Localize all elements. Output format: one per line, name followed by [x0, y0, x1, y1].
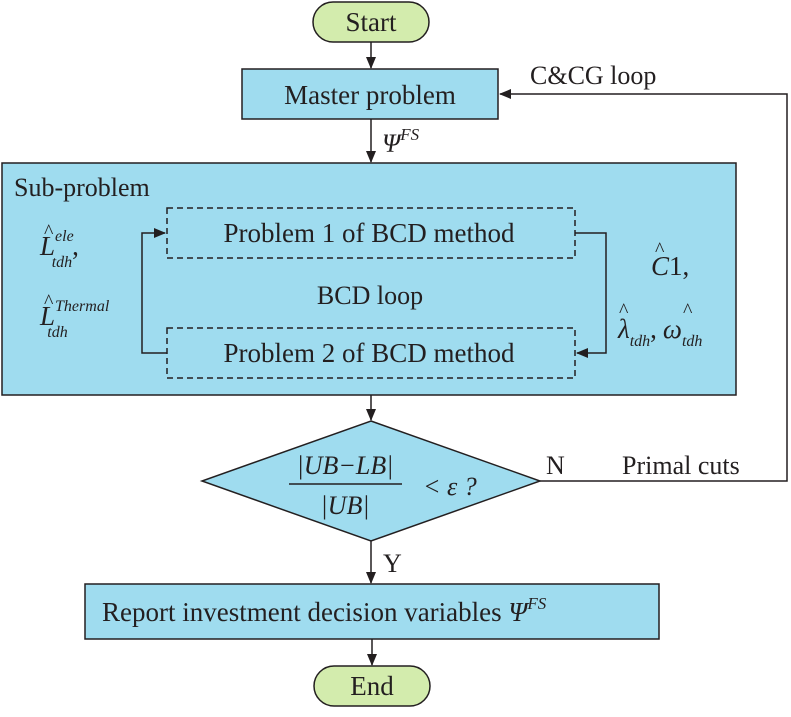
bcd-loop-left-arrow — [141, 228, 167, 354]
psi-fs-label: ΨFS — [382, 125, 420, 158]
start-node: Start — [312, 1, 430, 43]
subproblem-title: Sub-problem — [14, 173, 150, 202]
primal-cuts-label: Primal cuts — [622, 451, 740, 480]
bcd-loop-right-arrow — [575, 232, 607, 358]
problem-2-label: Problem 2 of BCD method — [224, 338, 515, 368]
master-problem-node: Master problem — [241, 68, 499, 120]
report-label: Report investment decision variables ΨFS — [102, 594, 547, 627]
end-node: End — [313, 665, 431, 707]
right-var-lambda-omega: λtdh,ωtdh — [617, 314, 702, 350]
end-label: End — [350, 671, 394, 701]
right-var-c1: C1, — [651, 251, 689, 281]
hat-accent: ^ — [683, 300, 693, 322]
problem-1-label: Problem 1 of BCD method — [224, 218, 515, 248]
hat-accent: ^ — [619, 300, 629, 322]
master-problem-label: Master problem — [284, 80, 456, 110]
yes-label: Y — [383, 549, 402, 578]
cond-numerator: |UB−LB| — [297, 451, 394, 480]
hat-accent: ^ — [44, 291, 54, 313]
right-variables: C1, ^ λtdh,ωtdh ^ ^ — [617, 239, 702, 350]
no-label: N — [546, 451, 565, 480]
hat-accent: ^ — [44, 221, 54, 243]
start-label: Start — [346, 7, 397, 37]
cond-denominator: |UB| — [321, 491, 370, 520]
bcd-loop-label: BCD loop — [317, 281, 423, 310]
report-node: Report investment decision variables ΨFS — [84, 583, 660, 640]
hat-accent: ^ — [655, 239, 665, 261]
ccg-loop-label: C&CG loop — [530, 61, 656, 90]
convergence-decision: |UB−LB| |UB| < ε ? — [199, 420, 543, 542]
subproblem-container: Sub-problem Problem 1 of BCD method Prob… — [1, 162, 737, 396]
ccg-feedback-arrow — [499, 89, 788, 482]
problem-1-box — [166, 207, 576, 259]
cond-suffix: < ε ? — [423, 472, 477, 501]
problem-2-box — [166, 327, 576, 379]
